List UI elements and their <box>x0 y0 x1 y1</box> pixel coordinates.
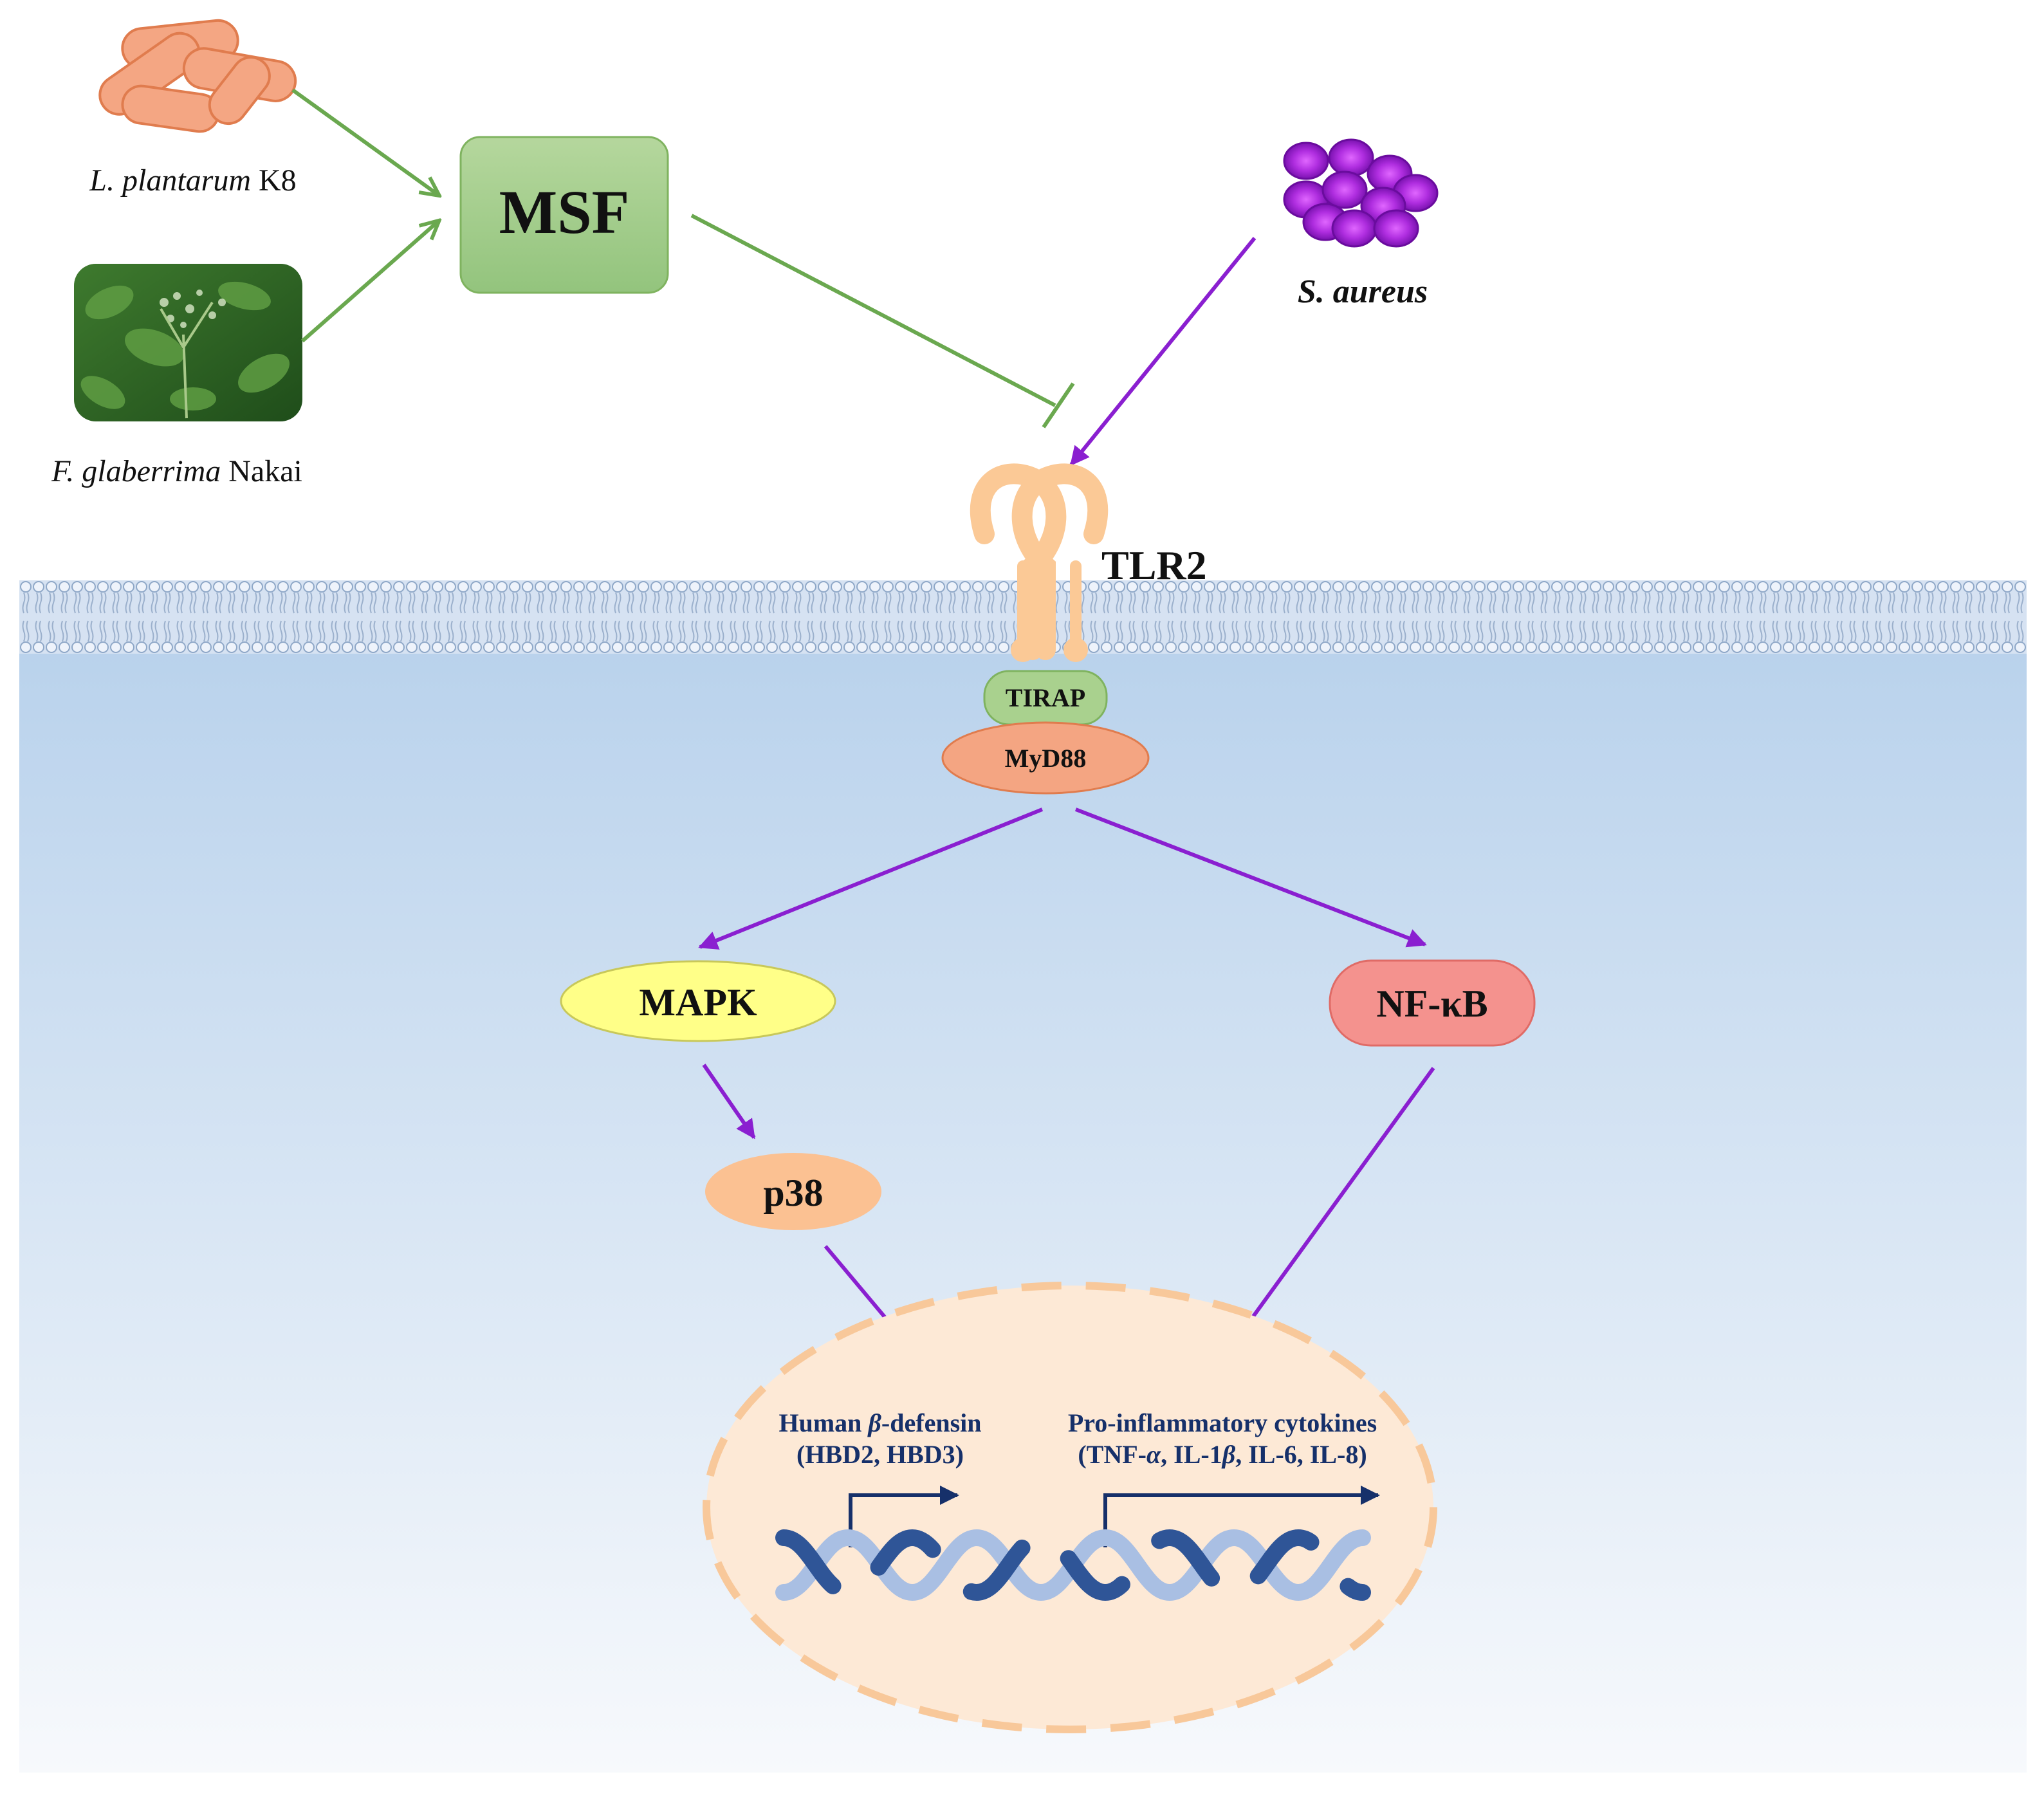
nfkb-box <box>1329 959 1536 1047</box>
msf-label: MSF <box>499 178 630 246</box>
arrow-myd88-to-nfkb <box>1074 807 1427 948</box>
arrow-mapk-to-p38 <box>702 1064 756 1139</box>
mapk-label: MAPK <box>639 981 757 1024</box>
dna-helix-icon <box>775 1529 1371 1601</box>
pathogen-label: S. aureus <box>1298 273 1428 310</box>
p38-label: p38 <box>763 1172 823 1214</box>
cytokines-genes-label: (TNF-α, IL-1β, IL-6, IL-8) <box>1078 1440 1367 1469</box>
mapk-ellipse <box>560 960 836 1042</box>
lactobacillus-label: L. plantarum K8 <box>89 163 296 198</box>
defensin-label: Human β-defensin <box>778 1408 981 1437</box>
plant-label: F. glaberrima Nakai <box>51 454 302 488</box>
tirap-label: TIRAP <box>1006 683 1085 712</box>
myd88-label: MyD88 <box>1005 744 1087 773</box>
tlr2-receptor-icon <box>970 463 1109 662</box>
defensin-genes-label: (HBD2, HBD3) <box>796 1440 964 1469</box>
tlr2-label: TLR2 <box>1101 542 1207 588</box>
arrow-lactobacillus-to-msf <box>291 88 437 194</box>
myd88-ellipse <box>941 721 1150 795</box>
cytokines-label: Pro-inflammatory cytokines <box>1068 1408 1377 1437</box>
msf-box <box>459 136 669 294</box>
staphylococcus-icon <box>1283 138 1439 248</box>
bacteria-rods-icon <box>98 19 297 133</box>
inhibition-msf-tlr2 <box>690 214 1075 429</box>
arrow-myd88-to-mapk <box>698 807 1044 950</box>
arrow-pathogen-to-tlr2 <box>1069 237 1257 466</box>
nucleus <box>703 1282 1437 1733</box>
arrow-nfkb-to-nucleus <box>1220 1067 1435 1361</box>
arrow-plant-to-msf <box>301 222 437 343</box>
plant-photo <box>74 264 302 421</box>
nfkb-label: NF-κB <box>1376 982 1487 1025</box>
p38-ellipse <box>705 1153 881 1230</box>
